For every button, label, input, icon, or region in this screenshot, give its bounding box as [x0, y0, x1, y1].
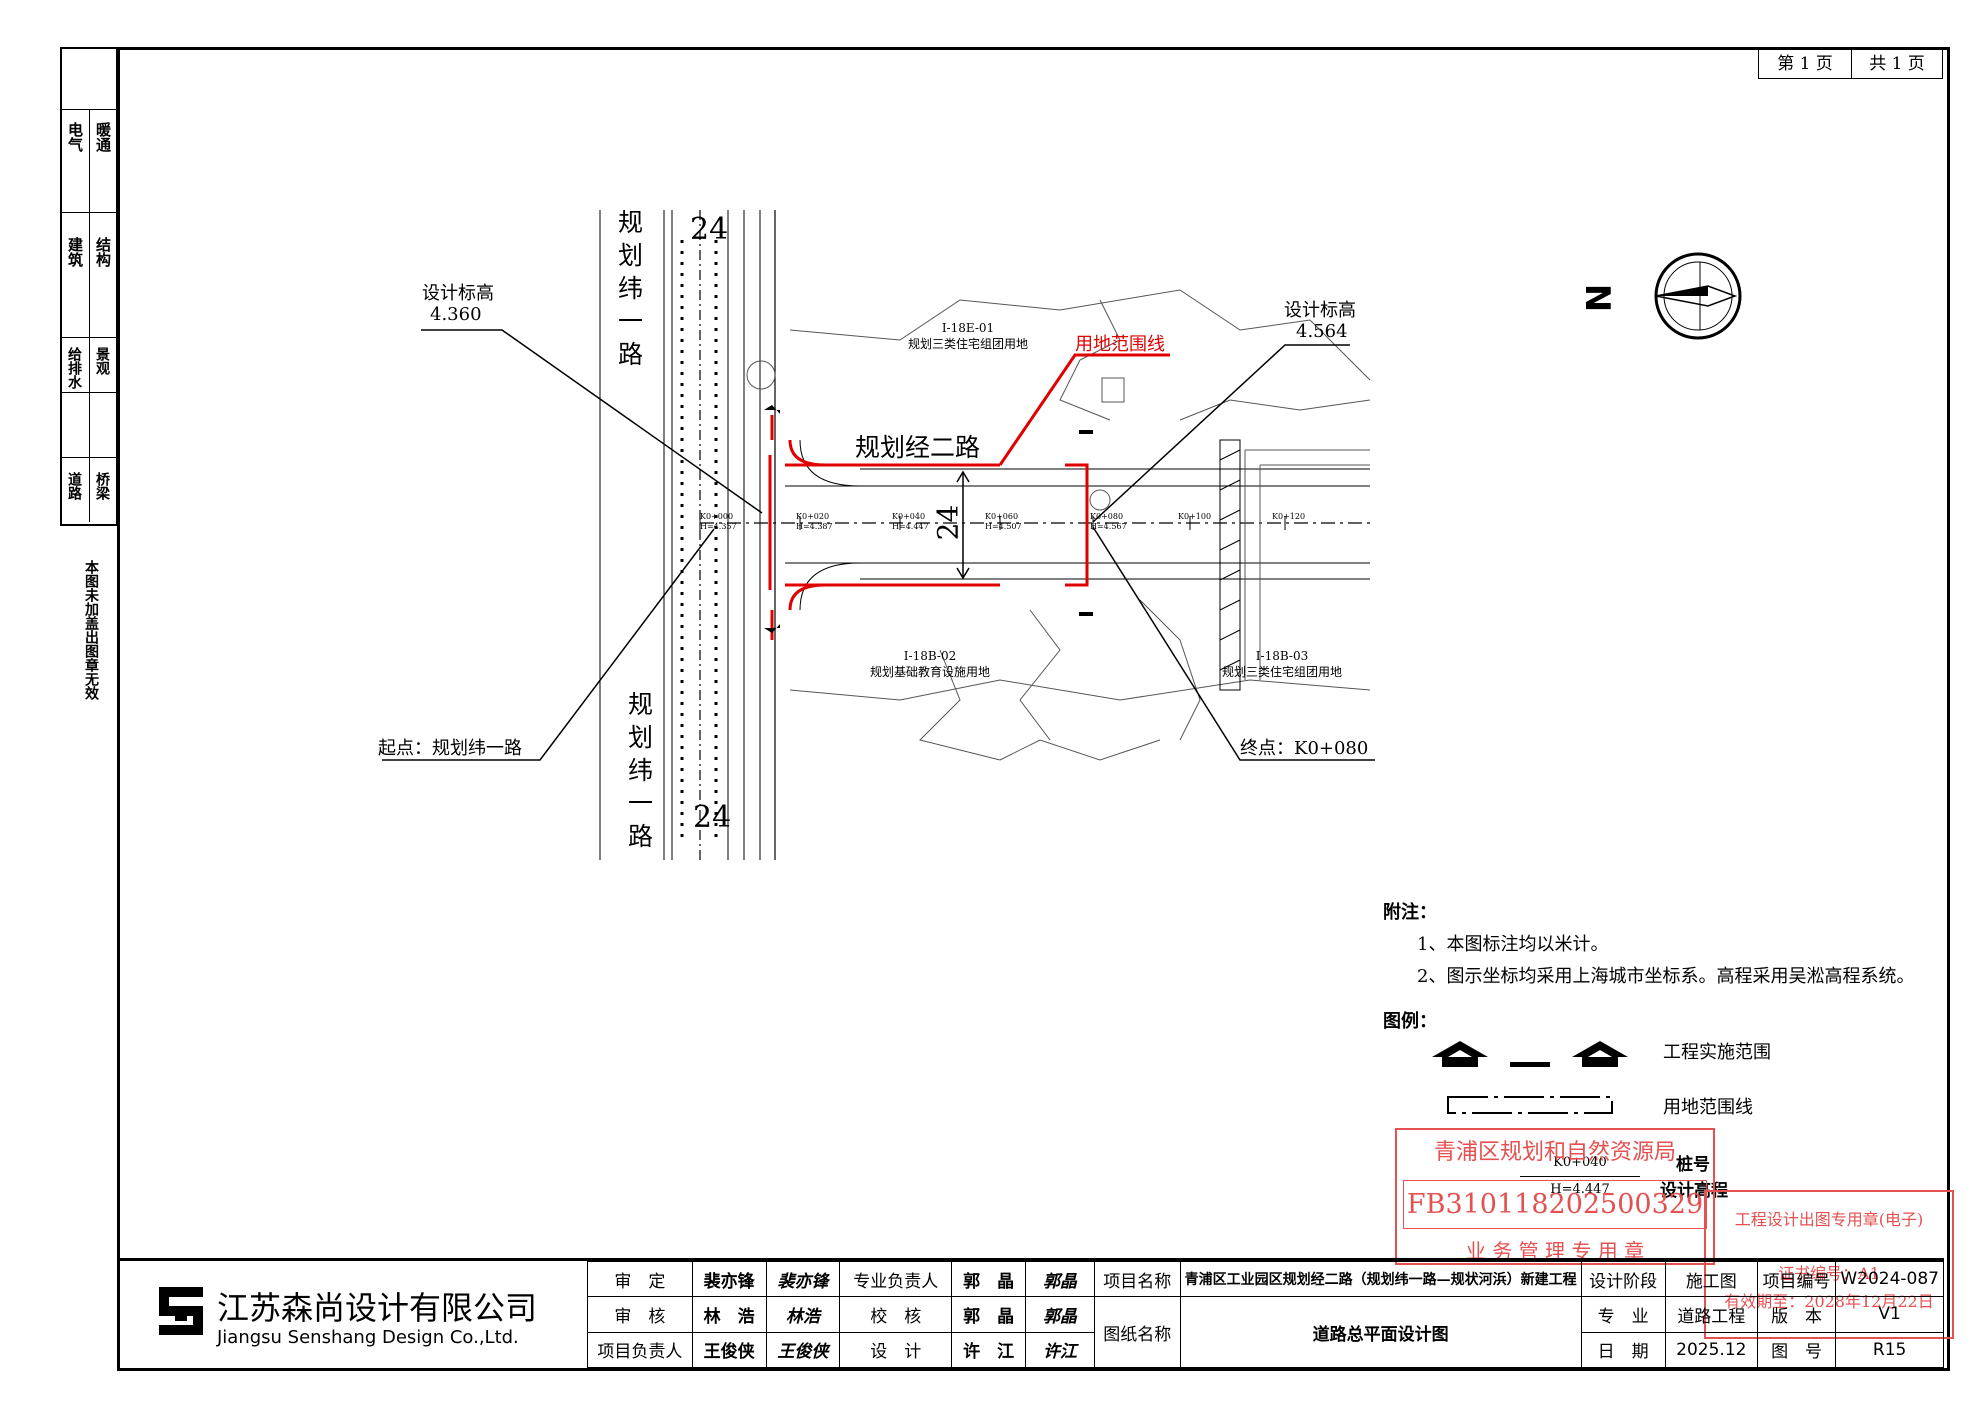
strip-text: 桥梁: [94, 472, 110, 500]
west-road-width-top: 24: [690, 212, 729, 247]
legend-label-boundary: 用地范围线: [1663, 1097, 1753, 1118]
north-arrow-icon: [1654, 252, 1742, 340]
strip-text: 结构: [94, 237, 112, 267]
west-road-lines: [599, 210, 776, 860]
end-elev-value: 4.564: [1296, 321, 1348, 342]
legend-station-sample: K0+040 H=4.447: [1520, 1150, 1640, 1203]
callout-leaders: [382, 329, 1375, 761]
stamp-line: FB3101182025003​29: [1403, 1180, 1707, 1229]
parcel-label: I-18B-03 规划三类住宅组团用地: [1222, 649, 1343, 679]
land-boundary-label: 用地范围线: [1075, 334, 1165, 355]
binding-strip: [60, 47, 118, 526]
company-name-cn: 江苏森尚设计有限公司: [217, 1289, 538, 1327]
strip-text: 建筑: [66, 237, 84, 267]
page-total: 共 1 页: [1869, 54, 1925, 74]
start-point-label: 起点：规划纬一路: [378, 738, 522, 759]
note-item: 1、本图标注均以米计。: [1417, 934, 1609, 955]
note-item: 2、图示坐标均采用上海城市坐标系。高程采用吴淞高程系统。: [1417, 966, 1915, 987]
main-road-name: 规划经二路: [855, 433, 981, 462]
west-road-width-bottom: 24: [693, 800, 732, 835]
title-block: 江苏森尚设计有限公司 Jiangsu Senshang Design Co.,L…: [117, 1258, 1944, 1369]
legend-label-elev: 设计高程: [1660, 1181, 1728, 1201]
end-elev-label: 设计标高: [1284, 300, 1356, 321]
terrain-marks: [746, 289, 1371, 761]
planning-approval-stamp: 青浦区规划和自然资源局 FB3101182025003​29 业 务 管 理 专…: [1395, 1128, 1715, 1265]
main-road-width: 24: [931, 504, 965, 541]
land-boundary-line: [768, 353, 1170, 640]
legend-symbols: [1432, 1041, 1628, 1114]
start-elev-label: 设计标高: [422, 283, 494, 304]
legend-label-works: 工程实施范围: [1663, 1042, 1771, 1063]
company-name-en: Jiangsu Senshang Design Co.,Ltd.: [217, 1327, 519, 1348]
signature-table: 审 定 裴亦锋 裴亦锋 专业负责人 郭 晶 郭晶 项目名称 青浦区工业园区规划经…: [587, 1260, 1944, 1369]
main-road-lines: [700, 439, 1370, 611]
company-logo-icon: [159, 1287, 203, 1335]
strip-text: 道路: [66, 472, 82, 500]
works-limit-symbols: [764, 405, 1093, 633]
left-strip-rows: 电气 暖通 建筑 结构 给排水 景观 道路 桥梁: [60, 47, 118, 522]
west-road-name-top: 规 划 纬 一 路: [618, 208, 644, 369]
legend-heading: 图例：: [1383, 1011, 1437, 1032]
company-block: 江苏森尚设计有限公司 Jiangsu Senshang Design Co.,L…: [117, 1261, 587, 1368]
end-point-label: 终点：K0+080: [1240, 738, 1369, 759]
legend-label-station: 桩号: [1676, 1155, 1710, 1175]
parcel-label: I-18E-01 规划三类住宅组团用地: [908, 321, 1029, 351]
station-label: K0+120: [1272, 512, 1306, 521]
strip-text: 景观: [94, 347, 110, 375]
signature: 王俊侠: [765, 1331, 841, 1369]
signature: 许江: [1024, 1331, 1095, 1369]
north-letter: N: [1577, 283, 1618, 313]
start-elev-value: 4.360: [430, 304, 482, 325]
strip-text: 电气: [66, 122, 84, 152]
stamp-line: 工程设计出图专用章(电子): [1734, 1210, 1924, 1229]
page-counter: 第 1 页 共 1 页: [1758, 49, 1943, 79]
page-number: 第 1 页: [1759, 50, 1852, 78]
signature: 郭晶: [1024, 1260, 1095, 1298]
outer-frame: [117, 47, 1950, 1371]
station-ticks: [699, 516, 1286, 530]
parcel-label: I-18B-02 规划基础教育设施用地: [870, 649, 991, 679]
strip-text: 暖通: [94, 122, 112, 152]
signature: 郭晶: [1024, 1296, 1095, 1333]
station-label: K0+100: [1178, 512, 1212, 521]
west-road-name-bottom: 规 划 纬 一 路: [628, 690, 654, 851]
signature: 林浩: [765, 1296, 841, 1333]
stamp-line: 青浦区规划和自然资源局: [1433, 1140, 1676, 1165]
signature: 裴亦锋: [765, 1260, 841, 1298]
strip-text: 给排水: [66, 347, 82, 389]
notes-heading: 附注：: [1383, 902, 1437, 923]
stamp-validity-note: 本图未加盖出图章无效: [83, 560, 99, 700]
building-hatch: [1219, 439, 1241, 691]
